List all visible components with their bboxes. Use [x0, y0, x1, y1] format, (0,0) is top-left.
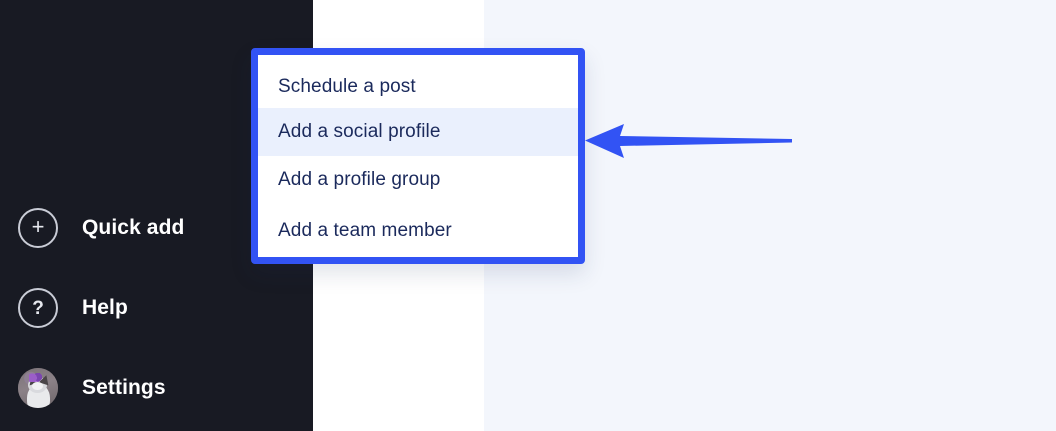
avatar-flower-crown: [28, 372, 43, 382]
menu-item-label: Add a team member: [278, 220, 452, 241]
menu-item-label: Schedule a post: [278, 76, 416, 97]
question-glyph: ?: [32, 297, 44, 319]
avatar-icon: [18, 368, 58, 408]
plus-glyph: +: [31, 214, 45, 239]
sidebar-bottom-nav: + Quick add ? Help: [0, 188, 313, 428]
menu-item-schedule-a-post[interactable]: Schedule a post: [258, 55, 578, 108]
sidebar-item-help[interactable]: ? Help: [0, 268, 313, 348]
sidebar-item-settings[interactable]: Settings: [0, 348, 313, 428]
quick-add-dropdown-list: Schedule a post Add a social profile Add…: [258, 55, 578, 257]
menu-item-add-a-team-member[interactable]: Add a team member: [258, 204, 578, 257]
sidebar-item-label-settings: Settings: [82, 376, 166, 399]
sidebar-item-quick-add[interactable]: + Quick add: [0, 188, 313, 268]
annotation-arrow-icon: [580, 112, 794, 170]
question-circle-icon: ?: [18, 288, 58, 328]
menu-item-label: Add a profile group: [278, 169, 441, 190]
sidebar-item-label-help: Help: [82, 296, 128, 319]
menu-item-add-a-profile-group[interactable]: Add a profile group: [258, 156, 578, 204]
plus-circle-icon: +: [18, 208, 58, 248]
menu-item-label: Add a social profile: [278, 121, 441, 142]
quick-add-dropdown-menu: Schedule a post Add a social profile Add…: [251, 48, 585, 264]
sidebar-item-label-quick-add: Quick add: [82, 216, 185, 239]
menu-item-add-a-social-profile[interactable]: Add a social profile: [258, 108, 578, 156]
avatar-face: [32, 382, 44, 391]
